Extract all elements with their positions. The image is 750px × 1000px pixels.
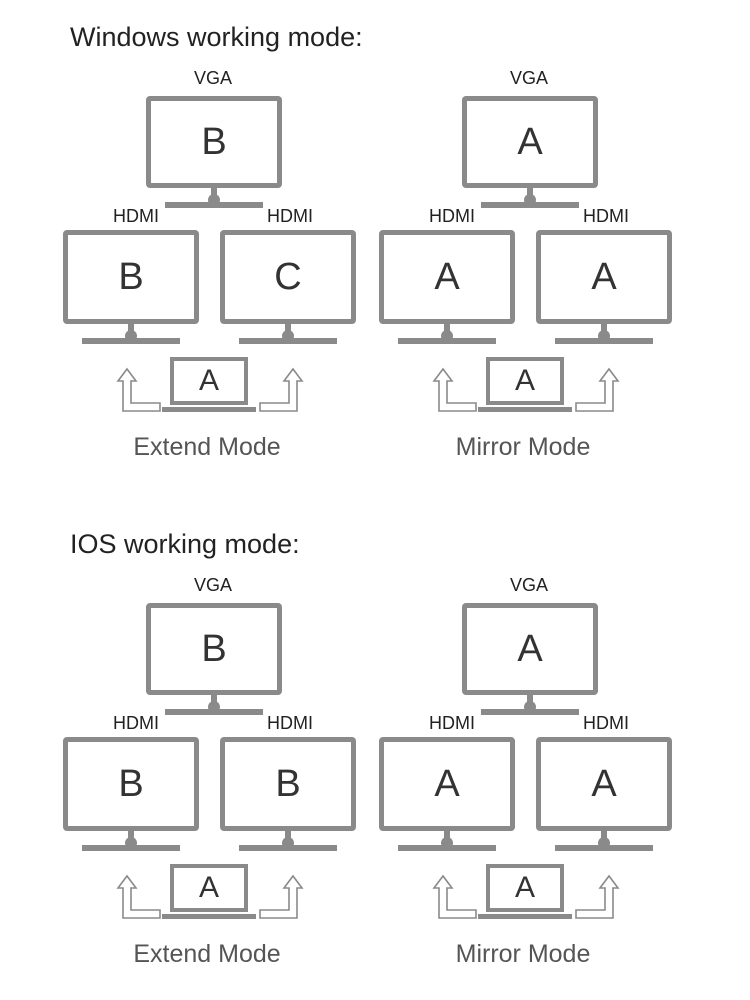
hdmi-left-monitor-screen: B (63, 230, 199, 324)
section-heading: IOS working mode: (70, 529, 300, 559)
arrow-up-right-icon (575, 874, 620, 919)
hdmi-right-monitor-screen: A (536, 230, 672, 324)
arrow-up-left-icon (432, 874, 477, 919)
mode-label: Extend Mode (133, 940, 281, 968)
hdmi-left-monitor-base (82, 845, 180, 851)
laptop-base (162, 407, 256, 412)
hdmi-left-monitor: B (63, 737, 199, 867)
hdmi-right-monitor: B (220, 737, 356, 867)
hdmi-right-monitor-screen: C (220, 230, 356, 324)
hdmi-right-label: HDMI (267, 206, 313, 226)
vga-monitor-base (165, 202, 263, 208)
hdmi-left-monitor: A (379, 230, 515, 360)
vga-monitor: A (462, 603, 598, 731)
laptop-base (478, 407, 572, 412)
hdmi-left-label: HDMI (429, 713, 475, 733)
hdmi-right-monitor: C (220, 230, 356, 360)
hdmi-right-label: HDMI (583, 713, 629, 733)
laptop: A (478, 864, 572, 920)
arrow-up-right-icon (259, 874, 304, 919)
hdmi-right-monitor-base (555, 845, 653, 851)
arrow-up-right-icon (259, 367, 304, 412)
mode-label: Mirror Mode (455, 940, 591, 968)
hdmi-left-monitor-base (398, 845, 496, 851)
laptop: A (162, 357, 256, 413)
hdmi-left-label: HDMI (113, 713, 159, 733)
hdmi-right-label: HDMI (583, 206, 629, 226)
section-heading: Windows working mode: (70, 22, 363, 52)
hdmi-right-monitor-base (555, 338, 653, 344)
laptop-screen: A (170, 864, 248, 912)
hdmi-left-monitor-base (82, 338, 180, 344)
vga-label: VGA (193, 68, 233, 88)
arrow-up-left-icon (116, 367, 161, 412)
hdmi-left-monitor-base (398, 338, 496, 344)
arrow-up-left-icon (116, 874, 161, 919)
hdmi-right-monitor-base (239, 338, 337, 344)
hdmi-right-label: HDMI (267, 713, 313, 733)
laptop-base (478, 914, 572, 919)
arrow-up-right-icon (575, 367, 620, 412)
hdmi-right-monitor: A (536, 737, 672, 867)
vga-label: VGA (509, 575, 549, 595)
vga-monitor-screen: A (462, 603, 598, 695)
hdmi-right-monitor-screen: A (536, 737, 672, 831)
laptop-screen: A (170, 357, 248, 405)
mode-label: Mirror Mode (455, 433, 591, 461)
hdmi-left-monitor: A (379, 737, 515, 867)
vga-monitor-base (165, 709, 263, 715)
laptop: A (478, 357, 572, 413)
laptop: A (162, 864, 256, 920)
hdmi-left-label: HDMI (429, 206, 475, 226)
vga-monitor-screen: B (146, 603, 282, 695)
vga-monitor: B (146, 96, 282, 224)
hdmi-left-monitor-screen: A (379, 737, 515, 831)
laptop-base (162, 914, 256, 919)
arrow-up-left-icon (432, 367, 477, 412)
hdmi-left-label: HDMI (113, 206, 159, 226)
vga-monitor: A (462, 96, 598, 224)
hdmi-right-monitor-screen: B (220, 737, 356, 831)
vga-label: VGA (509, 68, 549, 88)
hdmi-right-monitor: A (536, 230, 672, 360)
laptop-screen: A (486, 357, 564, 405)
vga-monitor: B (146, 603, 282, 731)
vga-monitor-base (481, 709, 579, 715)
mode-label: Extend Mode (133, 433, 281, 461)
vga-monitor-base (481, 202, 579, 208)
hdmi-right-monitor-base (239, 845, 337, 851)
vga-monitor-screen: B (146, 96, 282, 188)
vga-monitor-screen: A (462, 96, 598, 188)
hdmi-left-monitor-screen: B (63, 737, 199, 831)
hdmi-left-monitor-screen: A (379, 230, 515, 324)
vga-label: VGA (193, 575, 233, 595)
laptop-screen: A (486, 864, 564, 912)
hdmi-left-monitor: B (63, 230, 199, 360)
